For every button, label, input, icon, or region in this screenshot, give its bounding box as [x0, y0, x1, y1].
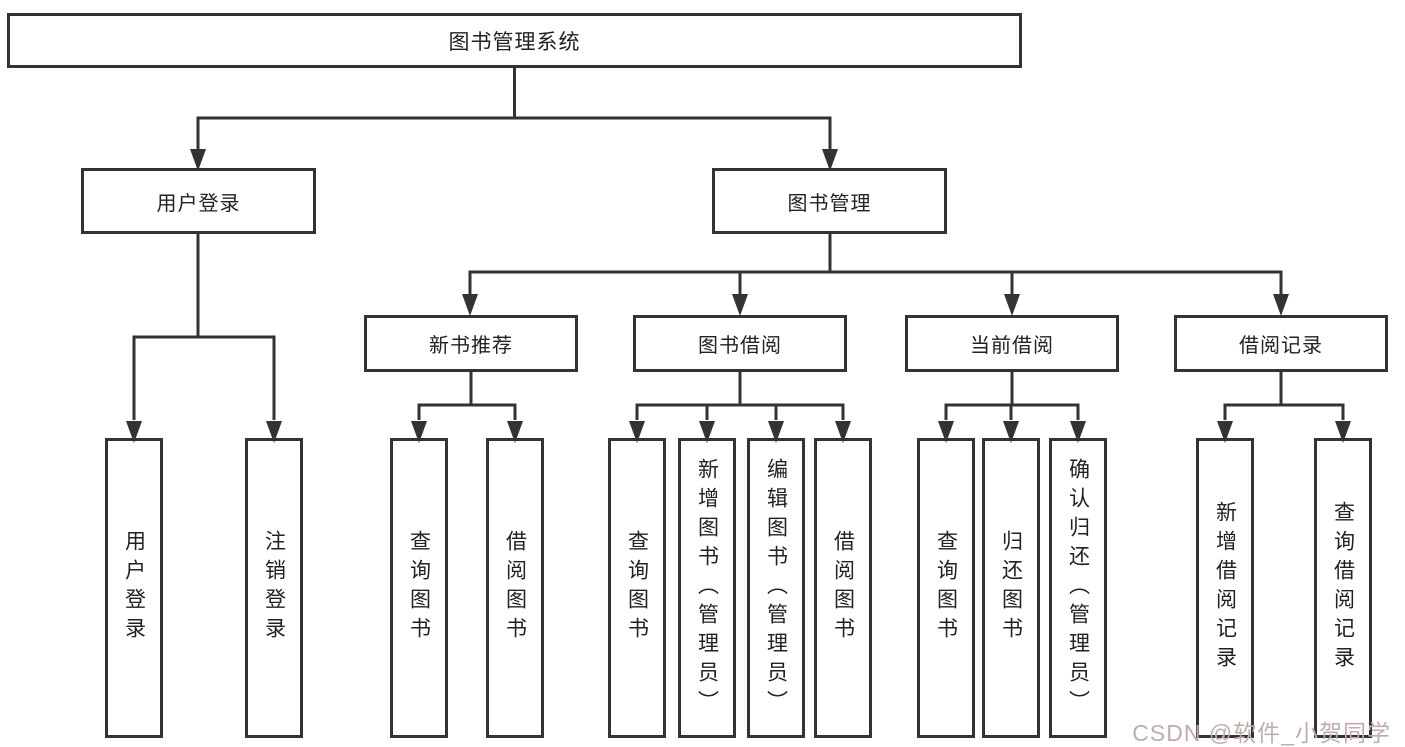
leaf-label: 归还图书	[999, 530, 1023, 646]
leaf-current-confirm-return-admin: 确认归还（管理员）	[1049, 438, 1107, 738]
leaf-user-login: 用户登录	[105, 438, 163, 738]
node-new-book-recommendation: 新书推荐	[364, 315, 578, 372]
leaf-label: 借阅图书	[503, 530, 527, 646]
leaf-current-return-books: 归还图书	[982, 438, 1040, 738]
node-borrowing-records: 借阅记录	[1174, 315, 1388, 372]
leaf-records-query-record: 查询借阅记录	[1314, 438, 1372, 738]
leaf-newbook-query-books: 查询图书	[390, 438, 448, 738]
leaf-newbook-borrow-books: 借阅图书	[486, 438, 544, 738]
leaf-label: 查询借阅记录	[1331, 501, 1355, 675]
leaf-label: 编辑图书（管理员）	[764, 457, 788, 719]
node-book-management: 图书管理	[712, 168, 947, 234]
leaf-records-add-record: 新增借阅记录	[1196, 438, 1254, 738]
leaf-borrowing-edit-books-admin: 编辑图书（管理员）	[747, 438, 805, 738]
leaf-label: 查询图书	[625, 530, 649, 646]
leaf-label: 新增图书（管理员）	[695, 457, 719, 719]
leaf-current-query-books: 查询图书	[917, 438, 975, 738]
node-library-management-system: 图书管理系统	[7, 13, 1022, 68]
leaf-label: 新增借阅记录	[1213, 501, 1237, 675]
leaf-borrowing-add-books-admin: 新增图书（管理员）	[678, 438, 736, 738]
leaf-label: 用户登录	[122, 530, 146, 646]
node-book-borrowing: 图书借阅	[633, 315, 847, 372]
leaf-borrowing-query-books: 查询图书	[608, 438, 666, 738]
leaf-label: 借阅图书	[831, 530, 855, 646]
leaf-label: 查询图书	[407, 530, 431, 646]
leaf-label: 查询图书	[934, 530, 958, 646]
leaf-logout: 注销登录	[245, 438, 303, 738]
leaf-label: 注销登录	[262, 530, 286, 646]
leaf-borrowing-borrow-books: 借阅图书	[814, 438, 872, 738]
leaf-label: 确认归还（管理员）	[1066, 457, 1090, 719]
node-user-login: 用户登录	[81, 168, 316, 234]
node-current-borrowing: 当前借阅	[905, 315, 1119, 372]
